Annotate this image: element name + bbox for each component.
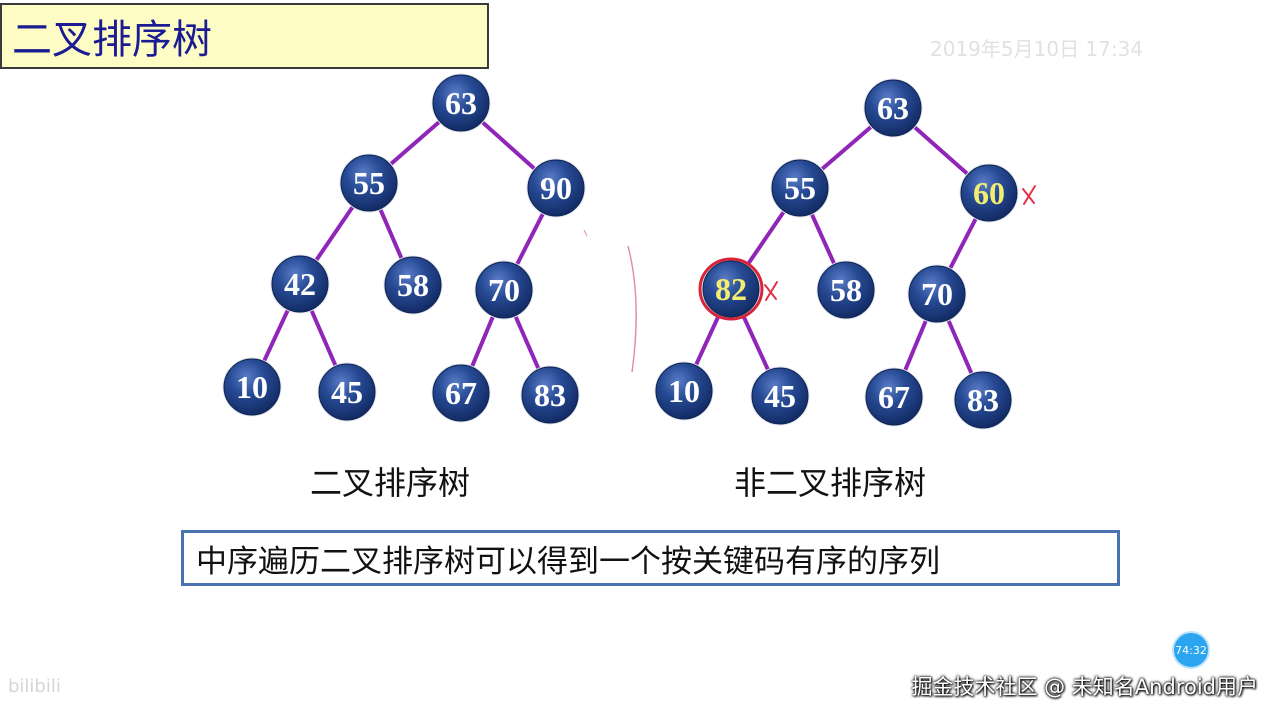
node-label: 55	[784, 170, 816, 206]
hand-drawn-circle	[698, 257, 764, 321]
node-circle	[751, 367, 809, 425]
tree-node-bst-10: 10	[222, 357, 282, 417]
bilibili-logo-watermark: bilibili	[8, 676, 61, 697]
node-circle	[771, 159, 829, 217]
node-label: 10	[668, 373, 700, 409]
node-label: 58	[397, 267, 429, 303]
tree-node-non-bst-45: 45	[750, 366, 810, 426]
divider-pen-stroke	[627, 245, 637, 373]
tree-node-bst-55: 55	[339, 153, 399, 213]
tree-node-non-bst-58: 58	[816, 260, 876, 320]
tree-node-bst-42: 42	[270, 254, 330, 314]
node-label: 70	[921, 276, 953, 312]
node-label: 60	[973, 175, 1005, 211]
node-circle	[908, 265, 966, 323]
node-label: 42	[284, 266, 316, 302]
node-label: 83	[967, 382, 999, 418]
inorder-note: 中序遍历二叉排序树可以得到一个按关键码有序的序列	[181, 530, 1120, 586]
node-circle	[865, 368, 923, 426]
tree-node-bst-63: 63	[431, 73, 491, 133]
tree-node-non-bst-67: 67	[864, 367, 924, 427]
node-label: 83	[534, 377, 566, 413]
node-circle	[432, 364, 490, 422]
caption-bst: 二叉排序树	[309, 464, 470, 502]
node-label: 63	[445, 85, 477, 121]
tree-node-bst-45: 45	[317, 362, 377, 422]
node-label: 82	[715, 271, 747, 307]
edges-layer	[250, 101, 991, 402]
node-label: 45	[764, 378, 796, 414]
node-circle	[702, 260, 760, 318]
node-circle	[817, 261, 875, 319]
tree-node-bst-58: 58	[383, 255, 443, 315]
cross-mark	[764, 281, 778, 301]
node-circle	[432, 74, 490, 132]
tree-node-bst-83: 83	[520, 365, 580, 425]
tree-node-non-bst-83: 83	[953, 370, 1013, 430]
tree-node-bst-70: 70	[474, 260, 534, 320]
annotation-layer	[583, 185, 1036, 373]
watermark-timestamp: 2019年5月10日 17:34	[930, 37, 1144, 61]
node-circle	[864, 79, 922, 137]
tree-node-non-bst-60: 60	[959, 163, 1019, 223]
node-label: 45	[331, 374, 363, 410]
tree-node-non-bst-70: 70	[907, 264, 967, 324]
node-circle	[954, 371, 1012, 429]
timer-badge[interactable]: 74:32	[1172, 631, 1210, 669]
caption-non-bst: 非二叉排序树	[733, 464, 926, 502]
node-label: 67	[878, 379, 910, 415]
node-circle	[527, 159, 585, 217]
cross-mark	[1022, 185, 1036, 205]
slide-title: 二叉排序树	[0, 3, 489, 69]
nodes-layer: 63 55 90 42 58 70 10 45 67 83 63 55 60 82 58 70 10 45 67 83	[222, 73, 1019, 430]
node-label: 55	[353, 165, 385, 201]
node-circle	[271, 255, 329, 313]
node-circle	[960, 164, 1018, 222]
node-label: 70	[488, 272, 520, 308]
tree-node-bst-67: 67	[431, 363, 491, 423]
small-pen-mark	[583, 229, 588, 237]
node-label: 90	[540, 170, 572, 206]
tree-node-bst-90: 90	[526, 158, 586, 218]
node-circle	[655, 362, 713, 420]
tree-node-non-bst-55: 55	[770, 158, 830, 218]
node-label: 67	[445, 375, 477, 411]
node-circle	[475, 261, 533, 319]
node-label: 58	[830, 272, 862, 308]
node-label: 63	[877, 90, 909, 126]
node-label: 10	[236, 369, 268, 405]
tree-node-non-bst-10: 10	[654, 361, 714, 421]
node-circle	[223, 358, 281, 416]
node-circle	[521, 366, 579, 424]
tree-node-non-bst-82: 82	[701, 259, 761, 319]
node-circle	[340, 154, 398, 212]
tree-node-non-bst-63: 63	[863, 78, 923, 138]
node-circle	[318, 363, 376, 421]
node-circle	[384, 256, 442, 314]
source-credit: 掘金技术社区 @ 未知名Android用户	[911, 675, 1258, 699]
